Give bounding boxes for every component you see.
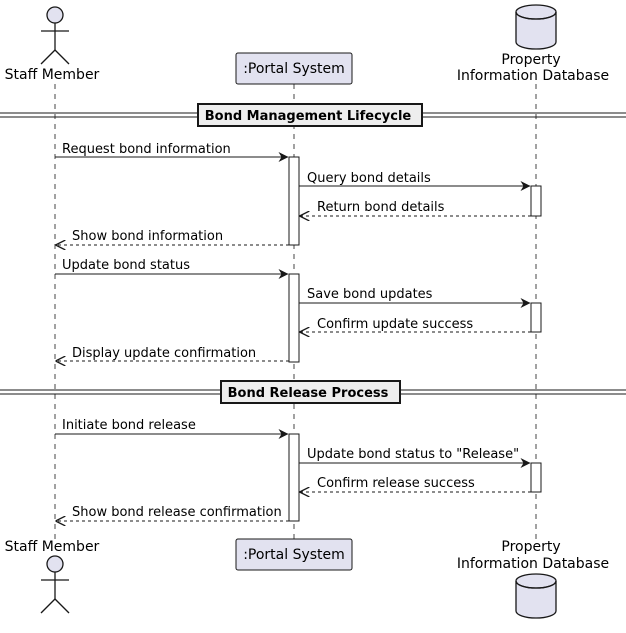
message-label-10: Update bond status to "Release" — [307, 447, 519, 462]
actor-head-icon — [46, 555, 64, 573]
participant-staff-label-top: Staff Member — [5, 67, 100, 83]
participant-staff-label-bottom: Staff Member — [5, 539, 100, 555]
message-label-2: Query bond details — [307, 171, 431, 186]
message-label-7: Confirm update success — [317, 317, 473, 332]
separator-1: Bond Management Lifecycle — [0, 103, 626, 127]
message-label-8: Display update confirmation — [72, 346, 256, 361]
participant-db-label-line1-bottom: Property — [501, 539, 560, 555]
separator-1-label: Bond Management Lifecycle — [205, 109, 412, 124]
message-label-12: Show bond release confirmation — [72, 505, 282, 520]
message-label-5: Update bond status — [62, 258, 190, 273]
participant-portal-label-top: :Portal System — [243, 61, 345, 77]
database-icon-top — [515, 4, 557, 50]
message-label-11: Confirm release success — [317, 476, 475, 491]
actor-head-icon — [46, 6, 64, 24]
message-label-4: Show bond information — [72, 229, 223, 244]
activation-db-3 — [530, 462, 542, 493]
message-label-1: Request bond information — [62, 142, 231, 157]
participant-portal-box-top — [235, 52, 353, 85]
message-label-9: Initiate bond release — [62, 418, 196, 433]
participant-db-label-line2-top: Information Database — [457, 68, 609, 84]
participant-db-label-line1-top: Property — [501, 52, 560, 68]
actor-staff-bottom — [40, 555, 70, 614]
activation-db-1 — [530, 185, 542, 217]
activation-portal-1 — [288, 156, 300, 246]
activation-portal-3 — [288, 433, 300, 522]
activation-db-2 — [530, 302, 542, 333]
actor-staff-top — [40, 6, 70, 65]
participant-db-label-line2-bottom: Information Database — [457, 556, 609, 572]
separator-2-label: Bond Release Process — [228, 386, 389, 401]
activation-portal-2 — [288, 273, 300, 363]
message-label-6: Save bond updates — [307, 287, 433, 302]
database-icon-bottom — [515, 573, 557, 619]
separator-2: Bond Release Process — [0, 380, 626, 404]
participant-portal-box-bottom — [235, 538, 353, 571]
participant-portal-label-bottom: :Portal System — [243, 547, 345, 563]
message-label-3: Return bond details — [317, 200, 445, 215]
